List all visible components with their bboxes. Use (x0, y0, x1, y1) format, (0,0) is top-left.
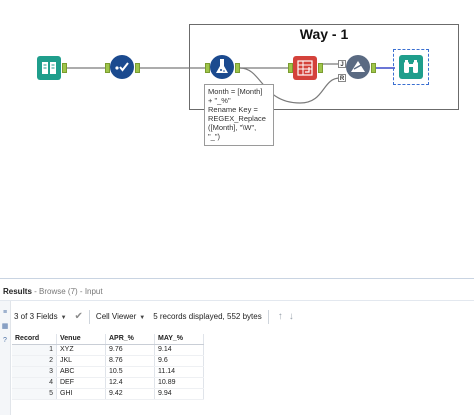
table-row[interactable]: 2 JKL 8.76 9.6 (12, 355, 204, 367)
venue-cell[interactable]: ABC (56, 366, 106, 378)
toolbar-divider (267, 310, 269, 324)
cell-viewer-label: Cell Viewer (95, 311, 137, 321)
column-header-may[interactable]: MAY_% (154, 334, 204, 345)
apr-cell[interactable]: 8.76 (105, 355, 155, 367)
metadata-icon[interactable]: ? (3, 337, 7, 344)
table-row[interactable]: 4 DEF 12.4 10.89 (12, 377, 204, 389)
table-row[interactable]: 1 XYZ 9.76 9.14 (12, 344, 204, 356)
cell-viewer-dropdown[interactable]: Cell Viewer▼ (96, 307, 145, 328)
input-data-tool[interactable] (37, 56, 61, 80)
table-row[interactable]: 5 GHI 9.42 9.94 (12, 388, 204, 400)
column-header-apr[interactable]: APR_% (105, 334, 155, 345)
record-cell: 4 (12, 377, 57, 389)
fields-dropdown-label: 3 of 3 Fields (14, 311, 58, 321)
select-icon (115, 62, 129, 72)
results-header: Results - Browse (7) - Input (0, 285, 103, 299)
cross-tab-tool[interactable] (293, 56, 317, 80)
output-anchor[interactable] (235, 63, 240, 73)
venue-cell[interactable]: JKL (56, 355, 106, 367)
table-view-icon[interactable]: ▦ (1, 323, 9, 330)
workflow-canvas[interactable]: Way - 1 (0, 0, 474, 278)
chevron-down-icon: ▼ (60, 314, 67, 321)
header-divider (0, 300, 474, 301)
results-panel: Results - Browse (7) - Input ≡ ▦ ? 3 of … (0, 278, 474, 415)
arrow-up-icon[interactable]: ↑ (277, 311, 283, 322)
formula-annotation: Month = [Month] + "_%" Rename Key = REGE… (204, 84, 274, 146)
input-data-icon (42, 62, 56, 74)
record-cell: 3 (12, 366, 57, 378)
container-title: Way - 1 (299, 26, 349, 42)
output-anchor[interactable] (135, 63, 140, 73)
column-header-record[interactable]: Record (12, 334, 57, 345)
record-cell: 1 (12, 344, 57, 356)
results-subtitle: - Browse (7) - Input (34, 287, 103, 296)
browse-tool[interactable] (399, 55, 423, 79)
apr-cell[interactable]: 10.5 (105, 366, 155, 378)
output-anchor[interactable] (371, 63, 376, 73)
may-cell[interactable]: 10.89 (154, 377, 204, 389)
selected-tool-outline (393, 49, 429, 85)
join-anchor-j[interactable]: J (338, 60, 346, 68)
results-toolbar: 3 of 3 Fields▼ ✔ Cell Viewer▼ 5 records … (14, 307, 297, 327)
venue-cell[interactable]: DEF (56, 377, 106, 389)
may-cell[interactable]: 11.14 (154, 366, 204, 378)
cross-tab-icon (297, 60, 313, 76)
record-cell: 2 (12, 355, 57, 367)
connection-wires (66, 63, 395, 104)
join-anchor-r[interactable]: R (338, 74, 346, 82)
tool-container[interactable]: Way - 1 (189, 24, 459, 110)
arrow-down-icon[interactable]: ↓ (288, 311, 294, 322)
list-view-icon[interactable]: ≡ (2, 309, 8, 316)
may-cell[interactable]: 9.94 (154, 388, 204, 400)
output-anchor[interactable] (318, 63, 323, 73)
venue-cell[interactable]: XYZ (56, 344, 106, 356)
input-anchor[interactable] (105, 63, 110, 73)
formula-icon (216, 59, 228, 73)
fields-dropdown[interactable]: 3 of 3 Fields▼ (14, 307, 67, 328)
output-anchor[interactable] (62, 63, 67, 73)
apr-cell[interactable]: 9.42 (105, 388, 155, 400)
results-title: Results (3, 287, 32, 296)
check-icon[interactable]: ✔ (74, 311, 83, 322)
may-cell[interactable]: 9.14 (154, 344, 204, 356)
formula-tool[interactable] (210, 55, 234, 79)
table-row[interactable]: 3 ABC 10.5 11.14 (12, 366, 204, 378)
chevron-down-icon: ▼ (139, 314, 146, 321)
input-anchor[interactable] (205, 63, 210, 73)
browse-icon (404, 60, 418, 73)
record-cell: 5 (12, 388, 57, 400)
venue-cell[interactable]: GHI (56, 388, 106, 400)
results-grid: Record Venue APR_% MAY_% 1 XYZ 9.76 9.14… (12, 334, 204, 400)
toolbar-divider (88, 310, 90, 324)
select-tool[interactable] (110, 55, 134, 79)
apr-cell[interactable]: 9.76 (105, 344, 155, 356)
join-icon (351, 61, 365, 72)
apr-cell[interactable]: 12.4 (105, 377, 155, 389)
records-info: 5 records displayed, 552 bytes (153, 312, 262, 321)
grid-header-row: Record Venue APR_% MAY_% (12, 334, 204, 345)
may-cell[interactable]: 9.6 (154, 355, 204, 367)
results-side-strip: ≡ ▦ ? (0, 301, 11, 415)
column-header-venue[interactable]: Venue (56, 334, 106, 345)
join-tool[interactable] (346, 55, 370, 79)
input-anchor[interactable] (288, 63, 293, 73)
